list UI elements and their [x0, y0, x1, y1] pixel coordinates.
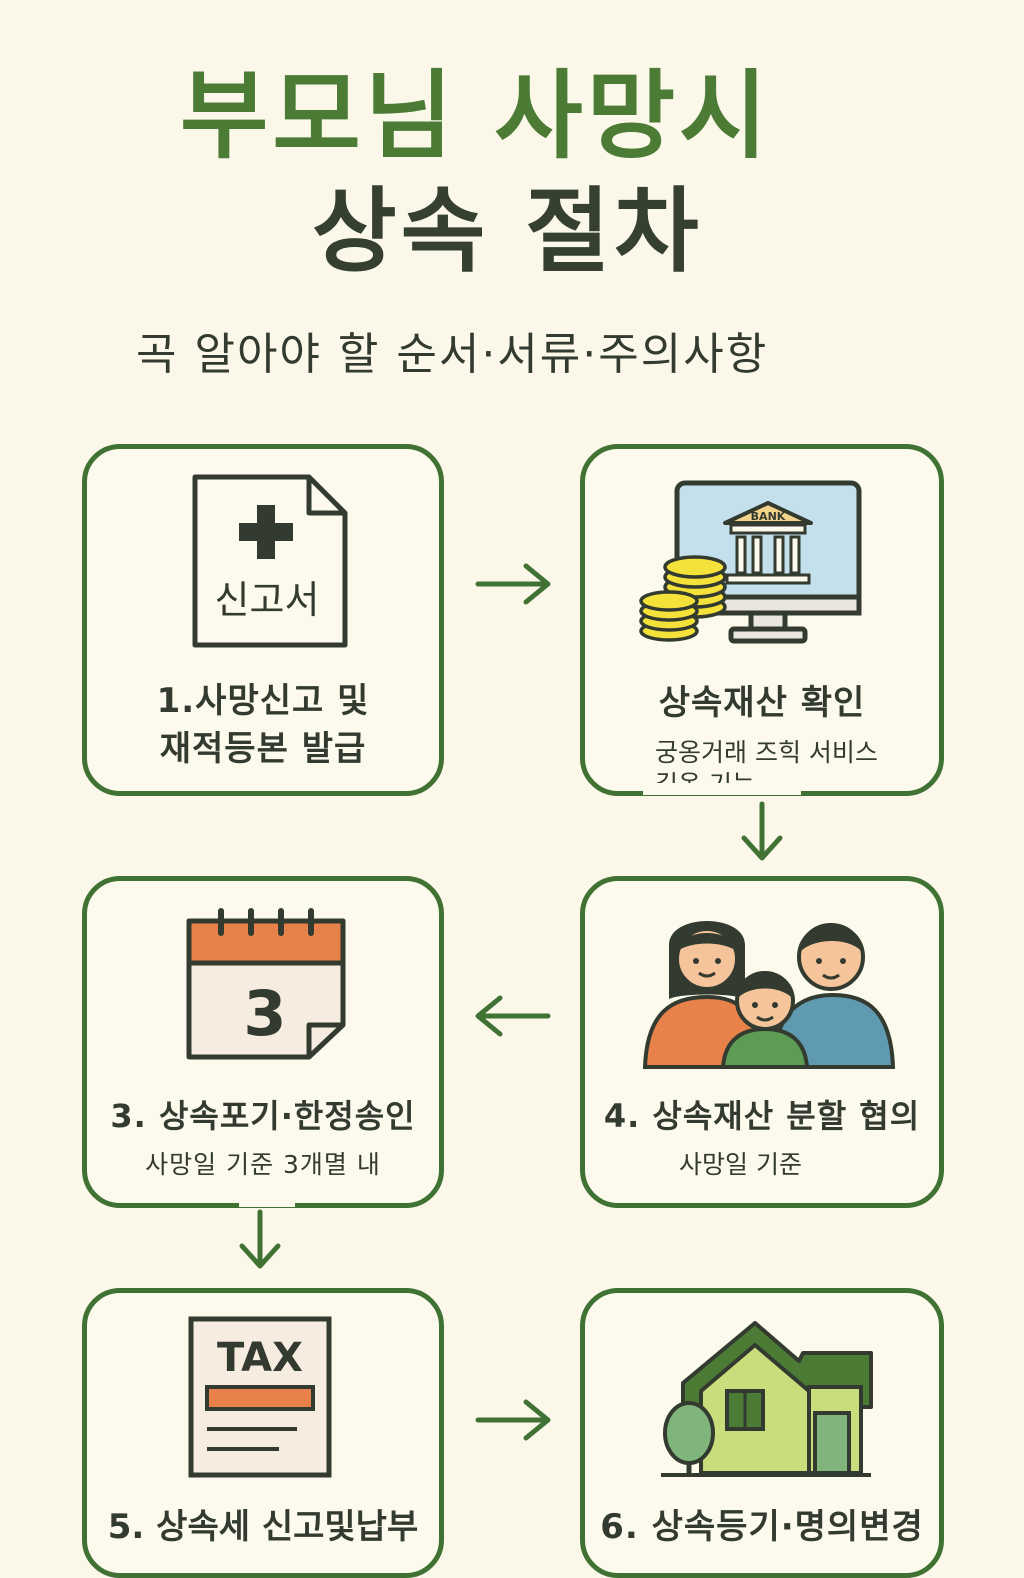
page-subtitle: 곡 알아야 할 순서·서류·주의사항 — [136, 329, 769, 380]
arrow-down-icon — [239, 1209, 281, 1269]
family-icon — [642, 921, 896, 1069]
step-1-label-line1: 1.사망신고 및 — [156, 681, 370, 721]
step-3-sub: 사망일 기준 3개멸 내 — [145, 1150, 381, 1179]
step-card-6: 6. 상속등기·명의변경 — [580, 1288, 944, 1578]
step-card-5: TAX 5. 상속세 신고및납부 — [82, 1288, 444, 1578]
report-document-icon: 신고서 — [192, 474, 348, 648]
step-4-label: 4. 상속재산 분할 협의 — [603, 1097, 921, 1135]
step-card-2: BANK 상속재산 확인 궁옹거래 즈힉 서비스 길옹 기능 — [580, 444, 944, 799]
calendar-day-text: 3 — [243, 977, 286, 1050]
arrow-down-icon — [741, 801, 783, 861]
step-6-label: 6. 상속등기·명의변경 — [600, 1507, 924, 1547]
arrow-right-icon — [475, 1399, 551, 1441]
step-2-sub-line1: 궁옹거래 즈힉 서비스 — [655, 738, 878, 767]
tax-form-text: TAX — [217, 1335, 303, 1381]
bank-computer-icon: BANK — [639, 480, 862, 644]
step-card-4: 4. 상속재산 분할 협의 사망일 기준 — [580, 876, 944, 1208]
step-3-label: 3. 상속포기·한정송인 — [110, 1097, 416, 1135]
arrow-left-icon — [475, 995, 551, 1037]
report-document-text: 신고서 — [215, 578, 320, 622]
step-4-sub: 사망일 기준 — [679, 1150, 802, 1179]
page-title-line1: 부모님 사망시 — [180, 60, 772, 172]
step-2-label: 상속재산 확인 — [658, 683, 866, 723]
house-icon — [661, 1321, 873, 1477]
step-card-3: 3 3. 상속포기·한정송인 사망일 기준 3개멸 내 — [82, 876, 444, 1208]
page-title-line2: 상속 절차 — [312, 178, 703, 285]
tax-form-icon: TAX — [188, 1316, 332, 1478]
step-5-label: 5. 상속세 신고및납부 — [107, 1507, 419, 1547]
calendar-icon: 3 — [186, 908, 346, 1060]
bank-sign-text: BANK — [751, 510, 786, 523]
step-card-1: 신고서 1.사망신고 및 재적등본 발급 — [82, 444, 444, 796]
step-1-label-line2: 재적등본 발급 — [159, 729, 367, 769]
arrow-right-icon — [475, 563, 551, 605]
